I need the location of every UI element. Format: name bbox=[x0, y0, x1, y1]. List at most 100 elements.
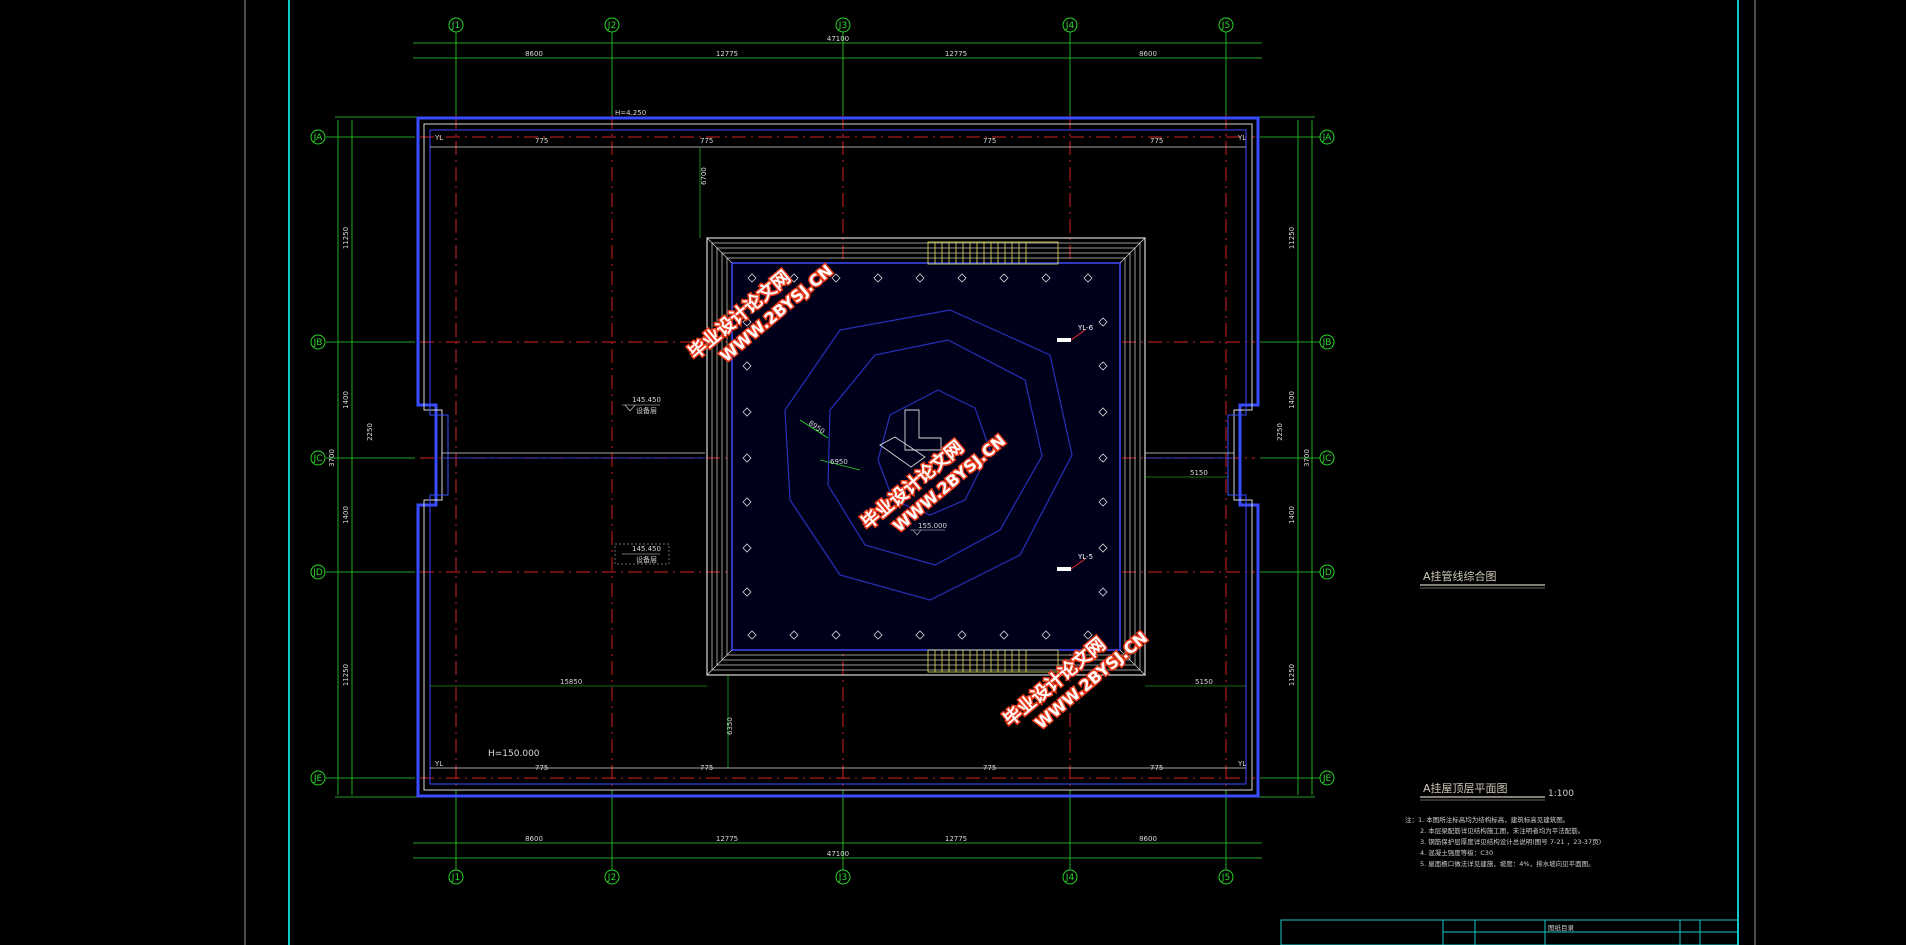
dim-small-right: 2250 bbox=[1276, 423, 1284, 441]
dim-bot-4: 8600 bbox=[1139, 835, 1157, 843]
dim-left-gap: 15850 bbox=[560, 678, 582, 686]
dim-right-5: 11250 bbox=[1288, 664, 1296, 686]
pool-level-marker: 155.000 bbox=[910, 522, 947, 536]
stair-hatch-bottom bbox=[927, 649, 1059, 673]
dim-right-2: 1400 bbox=[1288, 391, 1296, 409]
dim-top-2: 12775 bbox=[716, 50, 738, 58]
axis-left-jd: JD bbox=[312, 568, 323, 578]
level-2-note: 设备层 bbox=[636, 555, 657, 564]
pipeline-title: A挂管线综合图 bbox=[1423, 569, 1497, 583]
axis-labels: J1 J2 J3 J4 J5 J1 J2 J3 J4 J5 JA JB JC J… bbox=[312, 21, 1332, 883]
dim-left-2: 1400 bbox=[342, 391, 350, 409]
dim-small-left: 2250 bbox=[366, 423, 374, 441]
elevation-top: H=4.250 bbox=[615, 109, 646, 117]
beam-label-8: 775 bbox=[1150, 764, 1163, 772]
dimension-texts: 47100 8600 12775 12775 8600 8600 12775 1… bbox=[328, 35, 1311, 858]
roof-plan-title: A挂屋顶层平面图 bbox=[1423, 781, 1508, 795]
dim-left-5: 11250 bbox=[342, 664, 350, 686]
general-notes: 注：1. 本图所注标高均为结构标高，建筑标高见建筑图。 2. 本层梁配筋详见结构… bbox=[1405, 815, 1601, 868]
level-1-value: 145.450 bbox=[632, 396, 661, 404]
beam-label-2: 775 bbox=[700, 137, 713, 145]
central-core bbox=[799, 409, 942, 471]
dim-vert-bottom: 6350 bbox=[726, 717, 734, 735]
axis-top-j3: J3 bbox=[838, 21, 847, 31]
beam-label-3: 775 bbox=[983, 137, 996, 145]
axis-bot-j3: J3 bbox=[838, 873, 847, 883]
axis-top-j1: J1 bbox=[451, 21, 460, 31]
elevation-main: H=150.000 bbox=[488, 749, 540, 759]
axis-top-j4: J4 bbox=[1065, 21, 1075, 31]
beam-label-7: 775 bbox=[983, 764, 996, 772]
axis-bot-j5: J5 bbox=[1221, 873, 1230, 883]
title-block: 图纸目录 bbox=[1280, 919, 1739, 945]
axis-right-ja: JA bbox=[1322, 133, 1332, 143]
beam-label-4: 775 bbox=[1150, 137, 1163, 145]
dim-right-4: 1400 bbox=[1288, 506, 1296, 524]
axis-left-jc: JC bbox=[313, 454, 323, 464]
pool-dim-b: 6950 bbox=[830, 458, 848, 466]
axis-top-j2: J2 bbox=[607, 21, 616, 31]
grate-4: YL bbox=[1237, 760, 1246, 768]
note-4: 4. 混凝土强度等级：C30 bbox=[1420, 848, 1493, 857]
dim-bot-total: 47100 bbox=[827, 850, 849, 858]
axis-left-jb: JB bbox=[313, 338, 323, 348]
note-2: 2. 本层梁配筋详见结构施工图，未注明者均为平法配筋。 bbox=[1420, 826, 1584, 835]
tag-yl6-label: YL-6 bbox=[1077, 324, 1094, 332]
dim-top-4: 8600 bbox=[1139, 50, 1157, 58]
central-block bbox=[706, 237, 1146, 676]
level-1-note: 设备层 bbox=[636, 406, 657, 415]
sheet-frame bbox=[244, 0, 1756, 945]
tag-yl6: YL-6 bbox=[1057, 324, 1094, 342]
axis-bubbles bbox=[310, 17, 1335, 885]
beam-label-6: 775 bbox=[700, 764, 713, 772]
dome-contours bbox=[784, 309, 1073, 601]
beam-labels: 775 775 775 775 775 775 775 775 YL YL YL… bbox=[434, 134, 1246, 772]
pipeline-title-group: A挂管线综合图 bbox=[1420, 569, 1545, 589]
tag-yl5-label: YL-5 bbox=[1077, 553, 1093, 561]
axis-right-jb: JB bbox=[1322, 338, 1332, 348]
note-5: 5. 屋面檐口做法详见建施，坡度：4%，排水坡向见平面图。 bbox=[1420, 859, 1595, 868]
dim-left-1: 11250 bbox=[342, 227, 350, 249]
dim-right-1: 11250 bbox=[1288, 227, 1296, 249]
dim-top-1: 8600 bbox=[525, 50, 543, 58]
level-marker-1: 145.450 设备层 bbox=[622, 396, 661, 415]
dim-top-total: 47100 bbox=[827, 35, 849, 43]
axis-bot-j4: J4 bbox=[1065, 873, 1075, 883]
roof-plan-scale: 1:100 bbox=[1548, 789, 1574, 799]
dim-left-3: 3700 bbox=[328, 449, 336, 467]
stair-hatch-top bbox=[927, 241, 1059, 265]
title-block-header: 图纸目录 bbox=[1548, 923, 1575, 932]
note-3: 3. 钢筋保护层厚度详见结构设计总说明(图号 7-21 ，23-37页) bbox=[1420, 837, 1601, 846]
level-marker-2: 145.450 设备层 bbox=[614, 543, 670, 565]
dim-bot-2: 12775 bbox=[716, 835, 738, 843]
dim-vert-top: 6700 bbox=[700, 167, 708, 185]
roof-plan-title-group: A挂屋顶层平面图 1:100 bbox=[1420, 781, 1574, 801]
dim-top-3: 12775 bbox=[945, 50, 967, 58]
dim-right-short: 5150 bbox=[1190, 469, 1208, 477]
axis-left-je: JE bbox=[313, 774, 323, 784]
grate-2: YL bbox=[1237, 134, 1246, 142]
axis-right-jd: JD bbox=[1321, 568, 1332, 578]
gap-dim-lines bbox=[430, 147, 1246, 768]
column-markers bbox=[742, 273, 1108, 640]
dim-bot-3: 12775 bbox=[945, 835, 967, 843]
note-1: 注：1. 本图所注标高均为结构标高，建筑标高见建筑图。 bbox=[1405, 815, 1569, 824]
axis-bot-j1: J1 bbox=[451, 873, 460, 883]
dim-bot-1: 8600 bbox=[525, 835, 543, 843]
dim-left-4: 1400 bbox=[342, 506, 350, 524]
axis-left-ja: JA bbox=[313, 133, 323, 143]
dim-right-3: 3700 bbox=[1303, 449, 1311, 467]
axis-top-j5: J5 bbox=[1221, 21, 1230, 31]
axis-right-jc: JC bbox=[1322, 454, 1332, 464]
grate-1: YL bbox=[434, 134, 443, 142]
axis-bot-j2: J2 bbox=[607, 873, 616, 883]
beam-label-1: 775 bbox=[535, 137, 548, 145]
grate-3: YL bbox=[434, 760, 443, 768]
level-2-value: 145.450 bbox=[632, 545, 661, 553]
roof-outline bbox=[416, 116, 1260, 798]
pool-level-value: 155.000 bbox=[918, 522, 947, 530]
dim-right-gap: 5150 bbox=[1195, 678, 1213, 686]
beam-label-5: 775 bbox=[535, 764, 548, 772]
tag-yl5: YL-5 bbox=[1057, 553, 1093, 571]
